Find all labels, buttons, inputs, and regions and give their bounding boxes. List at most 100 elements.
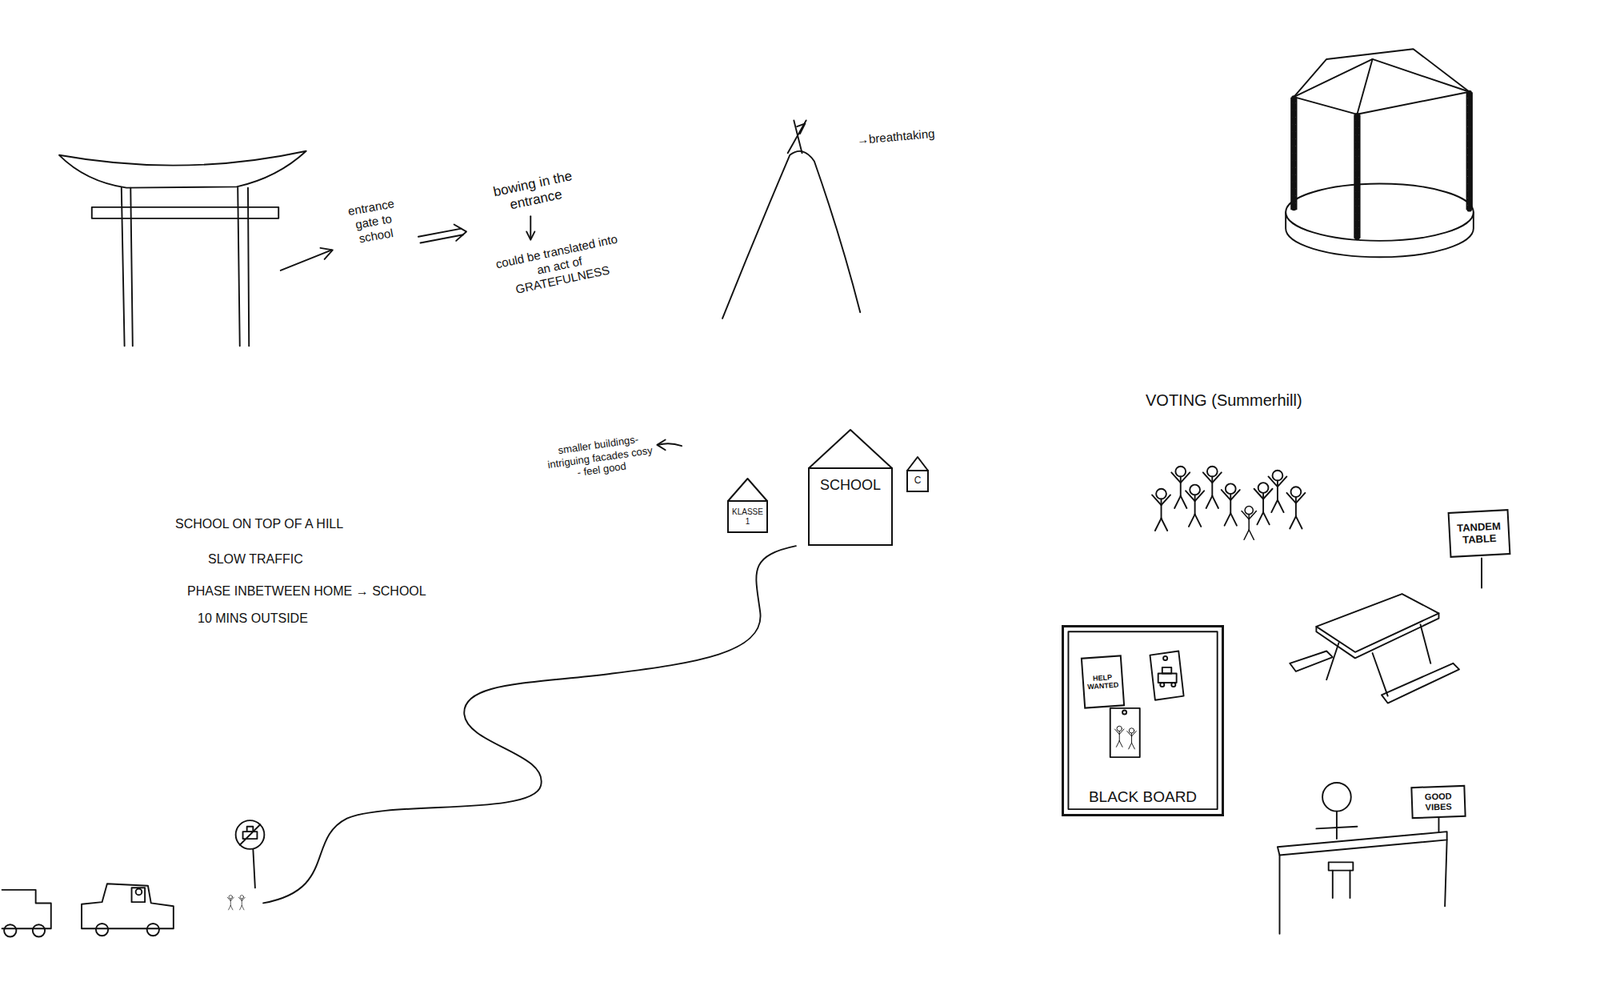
blackboard-notes: [1171, 682, 1176, 687]
house-box: SCHOOL: [808, 467, 893, 546]
blackboard-frame: BLACK BOARD HELP WANTED: [1061, 624, 1224, 816]
picnic-table: [1289, 650, 1333, 672]
picnic-table: [1381, 663, 1460, 704]
torii-gate: [59, 151, 307, 347]
sign-board: GOOD VIBES: [1410, 784, 1466, 819]
car: [2, 883, 174, 936]
sketch-arrow: [454, 224, 467, 241]
sketch-note: VOTING (Summerhill): [1145, 390, 1303, 410]
blackboard-notes: [1158, 673, 1177, 683]
gazebo: [1285, 212, 1474, 257]
house-roof: [727, 477, 768, 502]
picnic-table: [1316, 612, 1439, 658]
sketch-arrow: [320, 248, 333, 260]
gazebo: [1354, 115, 1360, 238]
blackboard-notes: [1162, 667, 1172, 674]
gazebo: [1293, 59, 1372, 97]
blackboard-notes: [1114, 725, 1124, 747]
no-car-sign: [240, 824, 261, 845]
blackboard-notes: [1127, 728, 1136, 749]
torii-gate: [59, 151, 307, 188]
stick-figures: [227, 895, 234, 910]
voting-crowd: [1241, 505, 1256, 540]
mountain-peak: [788, 120, 807, 153]
voting-crowd: [1286, 486, 1305, 528]
sketch-arrow: [658, 443, 682, 446]
house-box: KLASSE 1: [727, 500, 768, 533]
picnic-table: [1372, 652, 1388, 696]
car: [132, 887, 146, 902]
node-label: C: [914, 475, 922, 487]
stick-figures: [238, 895, 245, 910]
sketch-arrow: [280, 249, 332, 271]
sketch-arrow: [526, 231, 535, 240]
desk-with-person: [1279, 854, 1281, 933]
desk-with-person: [1328, 861, 1354, 870]
voting-crowd: [1203, 466, 1222, 508]
sketch-note: smaller buildings- intriguing facades co…: [541, 430, 658, 484]
gazebo: [1372, 59, 1470, 92]
voting-crowd: [1254, 482, 1273, 524]
desk-with-person: [1336, 811, 1338, 839]
sketch-note: bowing in the entrance: [472, 164, 596, 221]
gazebo: [1291, 97, 1296, 209]
sketch-arrow: [529, 216, 532, 238]
voting-crowd: [1268, 470, 1287, 512]
pinned-note: HELP WANTED: [1080, 654, 1125, 708]
sketch-note: could be translated into an act of GRATE…: [486, 229, 632, 301]
no-car-sign: [236, 820, 265, 888]
mountain-peak: [722, 151, 860, 319]
torii-gate: [92, 207, 279, 219]
no-car-sign: [236, 820, 265, 849]
car: [136, 888, 143, 896]
car: [4, 924, 16, 936]
blackboard-notes: [1068, 631, 1217, 809]
voting-crowd: [1221, 483, 1240, 525]
gazebo: [1467, 92, 1472, 209]
picnic-table: [1289, 557, 1482, 703]
node-label: HELP WANTED: [1085, 672, 1120, 691]
voting-crowd: [1171, 466, 1190, 508]
car: [2, 889, 52, 928]
house-roof: [907, 456, 928, 471]
gazebo: [1285, 184, 1474, 241]
sketch-arrow: [656, 440, 665, 451]
sketch-note: →breathtaking: [856, 126, 936, 148]
sketch-note: 10 MINS OUTSIDE: [197, 610, 308, 626]
node-label: GOOD VIBES: [1416, 790, 1462, 812]
winding-road: [263, 545, 796, 903]
no-car-sign: [252, 848, 256, 888]
blackboard-notes: [1160, 682, 1164, 687]
sketch-note: entrance gate to school: [339, 195, 408, 249]
picnic-table: [1326, 642, 1339, 680]
blackboard-notes: [1150, 650, 1184, 700]
house-box: C: [906, 469, 929, 492]
blackboard-notes: [1163, 656, 1168, 660]
sketch-arrow: [280, 216, 682, 450]
house-roof: [906, 456, 929, 472]
blackboard-notes: [1068, 631, 1217, 809]
gazebo: [1356, 59, 1372, 115]
house-roof: [808, 429, 892, 468]
sign-board: TANDEM TABLE: [1448, 508, 1512, 558]
desk-with-person: [1332, 870, 1334, 898]
car: [32, 924, 45, 936]
gazebo: [1285, 48, 1474, 257]
no-car-sign: [243, 831, 258, 839]
mountain-peak: [722, 120, 860, 318]
torii-gate: [237, 188, 240, 347]
torii-gate: [121, 188, 125, 347]
node-label: BLACK BOARD: [1088, 788, 1197, 806]
sketch-note: PHASE INBETWEEN HOME → SCHOOL: [187, 583, 427, 599]
torii-gate: [248, 188, 249, 347]
sketch-note: SLOW TRAFFIC: [208, 551, 304, 567]
mountain-peak: [796, 123, 805, 134]
desk-with-person: [1322, 782, 1352, 812]
sketch-arrow: [420, 234, 464, 243]
car: [147, 923, 160, 936]
voting-crowd: [1185, 484, 1204, 527]
desk-with-person: [1349, 870, 1352, 898]
sketch-note: SCHOOL ON TOP OF A HILL: [175, 516, 344, 532]
